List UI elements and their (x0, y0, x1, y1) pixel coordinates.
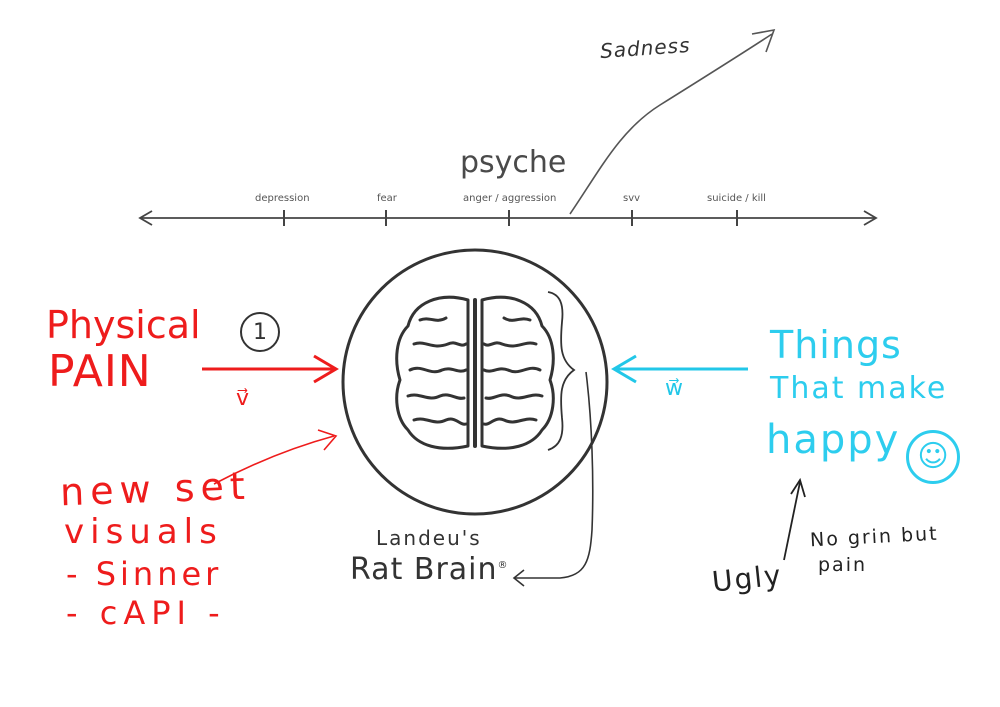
psyche-title: psyche (460, 145, 567, 180)
pain-arrow (202, 354, 339, 384)
caption-rat-brain: Rat Brain® (350, 555, 509, 585)
newset-arrow (213, 429, 338, 485)
caption-rat-brain-text: Rat Brain (350, 552, 498, 587)
brain-circle (341, 248, 609, 516)
tick-label-suicide: suicide / kill (707, 193, 766, 204)
notes-sinner: - Sinner (66, 555, 223, 593)
pain-note: pain (818, 554, 868, 576)
happy-arrow (611, 354, 748, 384)
notes-new-set: new set (59, 463, 252, 515)
smiley-icon: ☺ (906, 430, 960, 484)
vector-v-label: v⃗ (236, 386, 250, 411)
psyche-scale (138, 210, 878, 226)
sadness-arrow (569, 28, 776, 215)
tick-label-svv: svv (623, 193, 641, 204)
tick-label-fear: fear (377, 193, 397, 204)
ugly-arrow (783, 477, 806, 561)
pain-label: PAIN (48, 346, 152, 397)
that-make-label: That make (770, 371, 948, 406)
brain-icon (395, 295, 555, 450)
brace-arrow (512, 371, 594, 587)
curly-brace (547, 291, 576, 451)
things-label: Things (770, 323, 902, 367)
physical-label: Physical (46, 303, 201, 347)
ugly-note: Ugly (710, 558, 785, 599)
tick-label-anger: anger / aggression (463, 193, 557, 204)
sadness-label: Sadness (599, 32, 692, 64)
tick-label-depression: depression (255, 193, 310, 204)
caption-landeus: Landeu's (376, 526, 482, 550)
happy-label: happy (766, 417, 901, 463)
step-number-badge: 1 (240, 312, 280, 352)
notes-visuals: visuals (64, 512, 223, 552)
notes-capi: - cAPI - (66, 594, 226, 632)
trademark-mark: ® (497, 560, 509, 571)
vector-w-label: w⃗ (665, 376, 683, 401)
